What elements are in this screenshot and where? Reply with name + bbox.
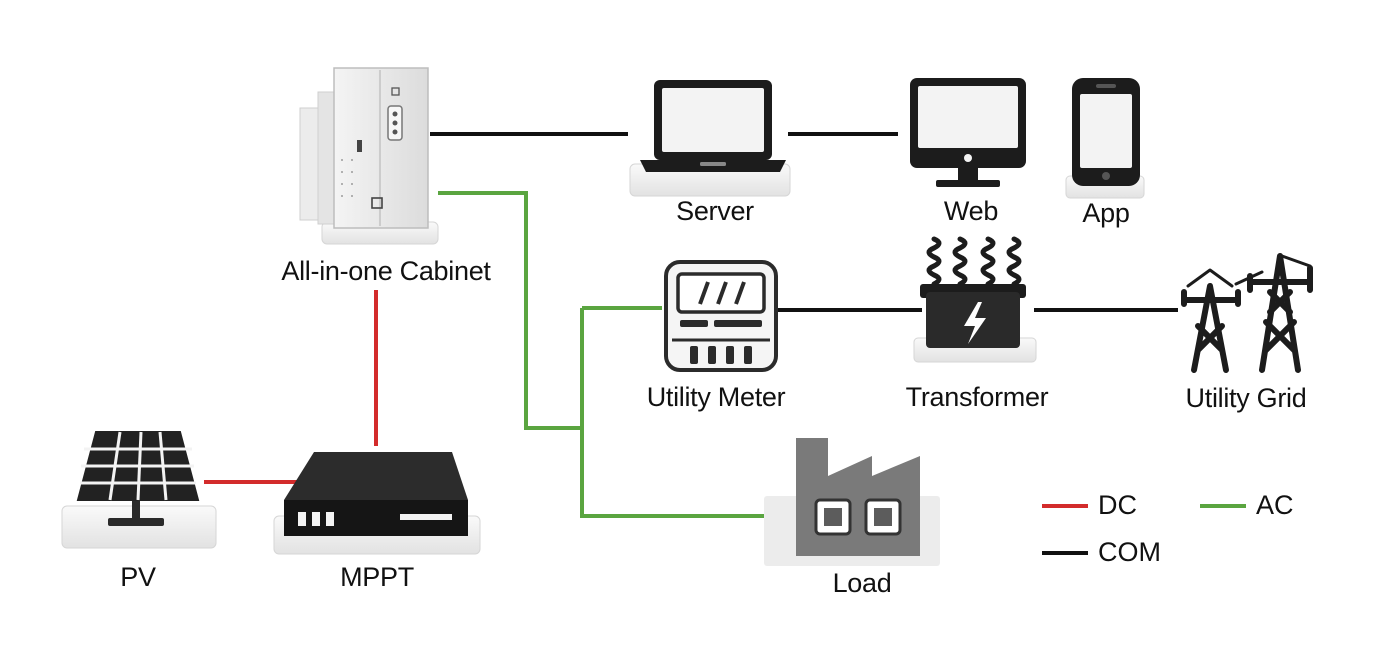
solar-panel-icon <box>61 431 217 549</box>
mppt-device-icon <box>273 452 481 555</box>
monitor-icon <box>910 78 1026 187</box>
factory-icon <box>764 438 940 566</box>
pv-label: PV <box>120 562 156 592</box>
legend-swatch-ac <box>1200 503 1246 508</box>
ac-line-cabinet-junction <box>438 191 582 430</box>
legend-item-ac: AC <box>1200 490 1294 521</box>
transformer-icon <box>913 236 1037 363</box>
transformer-label: Transformer <box>905 382 1049 412</box>
cabinet-icon <box>299 67 439 245</box>
legend-swatch-com <box>1042 550 1088 555</box>
legend-swatch-dc <box>1042 503 1088 508</box>
ac-line-trunk <box>580 308 790 518</box>
load-label: Load <box>832 568 892 598</box>
legend-label-com: COM <box>1098 537 1161 567</box>
legend-item-dc: DC <box>1042 490 1137 521</box>
meter-label: Utility Meter <box>646 382 786 412</box>
power-tower-icon <box>1181 253 1313 373</box>
meter-icon <box>664 260 778 372</box>
legend-label-dc: DC <box>1098 490 1137 520</box>
server-label: Server <box>676 196 754 226</box>
smartphone-icon <box>1065 78 1145 199</box>
legend-item-com: COM <box>1042 537 1161 568</box>
app-label: App <box>1082 198 1130 228</box>
grid-label: Utility Grid <box>1185 383 1307 413</box>
cabinet-label: All-in-one Cabinet <box>281 256 491 286</box>
legend-label-ac: AC <box>1256 490 1294 520</box>
web-label: Web <box>943 196 999 226</box>
mppt-label: MPPT <box>340 562 414 592</box>
laptop-icon <box>629 80 791 197</box>
